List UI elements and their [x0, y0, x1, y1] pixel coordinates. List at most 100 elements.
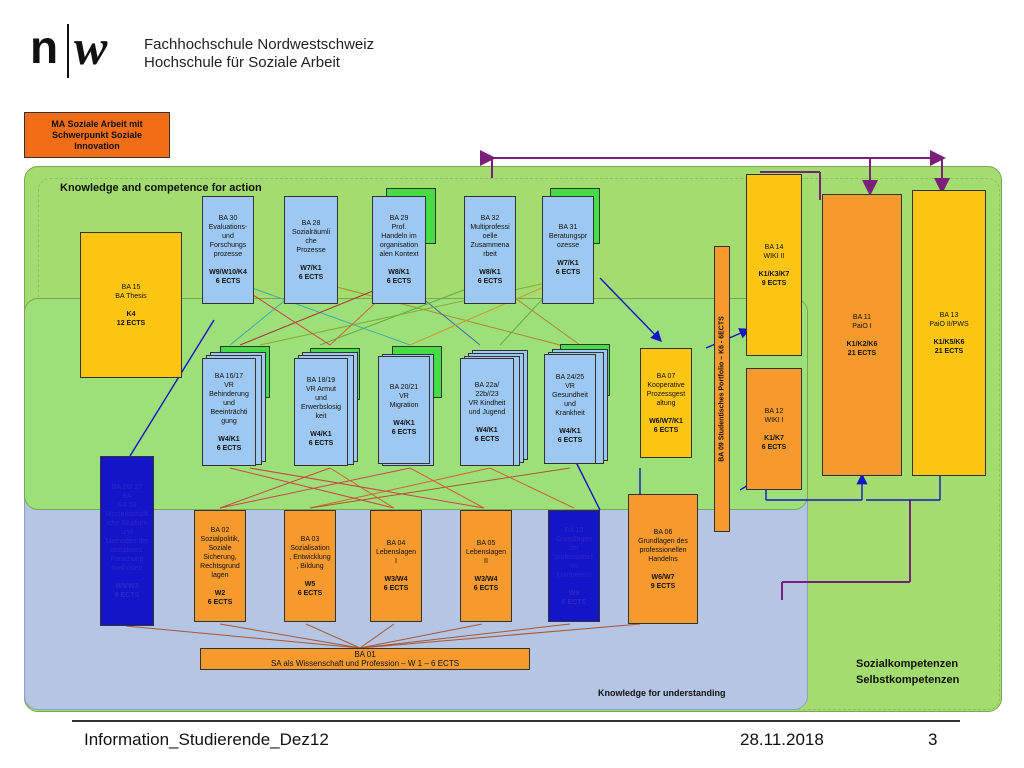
footer-page-number: 3	[928, 730, 938, 749]
module-ba1617[interactable]: BA 16/17 VR Behinderung und Beeinträchti…	[202, 358, 256, 466]
ba29-line: alen Kontext	[379, 251, 419, 258]
institution-line-1: Fachhochschule Nordwestschweiz	[144, 36, 375, 53]
module-ba13[interactable]: BA 13 PaiO II/PWS K1/K5/K6 21 ECTS	[912, 190, 986, 476]
module-ba03[interactable]: BA 03 Sozialisation , Entwicklung , Bild…	[284, 510, 336, 622]
module-ba30[interactable]: BA 30 Evaluations- und Forschungs prozes…	[202, 196, 254, 304]
module-ba1819[interactable]: BA 18/19 VR Armut und Erwerbslosig keit …	[294, 358, 348, 466]
ba02-line: Sicherung,	[203, 553, 237, 561]
ba28-line: BA 28	[301, 219, 321, 227]
ba12-ects: 6 ECTS	[761, 443, 787, 451]
ba12-line: BA 12	[764, 407, 784, 415]
ba1819-line: keit	[315, 413, 327, 420]
ba26-line: methoden	[111, 564, 143, 572]
knowledge-understanding-label: Knowledge for understanding	[598, 688, 726, 698]
header: n w Fachhochschule Nordwestschweiz Hochs…	[30, 22, 430, 80]
ba29-ects: 6 ECTS	[386, 278, 412, 285]
module-ba09[interactable]: BA 09 Studentisches Portfolio – K6 - 6EC…	[714, 246, 730, 532]
footer-title: Information_Studierende_Dez12	[84, 730, 329, 749]
ba32-line: oelle	[482, 233, 498, 240]
ba09-label: BA 09 Studentisches Portfolio – K6 - 6EC…	[718, 316, 726, 462]
ba26-ects: 9 ECTS	[114, 591, 140, 599]
module-ba28[interactable]: BA 28 Sozialräumli che Prozesse W7/K1 6 …	[284, 196, 338, 304]
module-ba29[interactable]: BA 29 Prof. Handeln im organisation alen…	[372, 196, 426, 304]
ba2021-competence: W4/K1	[393, 420, 415, 427]
module-ba31[interactable]: BA 31 Beratungspr ozesse W7/K1 6 ECTS	[542, 196, 594, 304]
ba1617-line: Behinderung	[209, 390, 249, 398]
module-ba05[interactable]: BA 05 Lebenslagen II W3/W4 6 ECTS	[460, 510, 512, 622]
ba07-line: Prozessgest	[646, 390, 686, 398]
ba02-ects: 6 ECTS	[207, 598, 233, 606]
ba1819-line: und	[315, 395, 327, 402]
module-ba04[interactable]: BA 04 Lebenslagen I W3/W4 6 ECTS	[370, 510, 422, 622]
ba2425-line: und	[564, 401, 576, 408]
ba1617-line: BA 16/17	[214, 372, 244, 380]
ba02-line: BA 02	[210, 526, 230, 534]
module-ba26-ba08[interactable]: BA 26/ 27 BA BA 08 Wissenschaftl iche St…	[100, 456, 154, 626]
ba2021-ects: 6 ECTS	[391, 429, 417, 436]
module-ba12[interactable]: BA 12 WIKI I K1/K7 6 ECTS	[746, 368, 802, 490]
ba1819-line: VR Armut	[306, 386, 336, 393]
module-ba06[interactable]: BA 06 Grundlagen des professionellen Han…	[628, 494, 698, 624]
module-ba10[interactable]: BA 10 Grundlagen der professionell en Ko…	[548, 510, 600, 622]
ba14-competence: K1/K3/K7	[758, 270, 790, 278]
ba30-competence: W9/W10/K4	[209, 269, 247, 276]
ba22-line: 22b//23	[475, 390, 499, 398]
module-ba14[interactable]: BA 14 WIKI II K1/K3/K7 9 ECTS	[746, 174, 802, 356]
ba31-competence: W7/K1	[557, 260, 579, 267]
ba03-line: Sozialisation	[290, 544, 330, 552]
ba29-competence: W8/K1	[388, 269, 410, 276]
logo-divider	[67, 24, 69, 78]
module-ba02[interactable]: BA 02 Sozialpolitik, Soziale Sicherung, …	[194, 510, 246, 622]
ba2425-ects: 6 ECTS	[557, 437, 583, 444]
module-ba15[interactable]: BA 15 BA Thesis K4 12 ECTS	[80, 232, 182, 378]
ba30-line: Evaluations-	[208, 224, 248, 231]
ba11-competence: K1/K2/K6	[846, 340, 878, 348]
ba11-line: BA 11	[852, 313, 872, 321]
logo-n: n	[30, 21, 59, 73]
ba01-title: SA als Wissenschaft und Profession – W 1…	[270, 659, 460, 668]
ba26-line: und	[121, 528, 133, 536]
ba15-ects: 12 ECTS	[116, 319, 146, 327]
module-ba22[interactable]: BA 22a/ 22b//23 VR Kindheit und Jugend W…	[460, 358, 514, 466]
ba1617-line: und	[223, 399, 235, 407]
ba11-line: PaiO I	[852, 322, 872, 330]
ba07-line: altung	[656, 399, 676, 407]
ba28-ects: 6 ECTS	[298, 273, 324, 281]
ba14-line: BA 14	[764, 243, 784, 251]
social-competences-label-2: Selbstkompetenzen	[856, 674, 960, 686]
ba26-line: sozialwiss.	[110, 546, 144, 554]
ba07-competence: W6/W7/K1	[649, 417, 683, 425]
ba13-line: BA 13	[939, 311, 959, 319]
module-ba32[interactable]: BA 32 Multiprofessi oelle Zusammena rbei…	[464, 196, 516, 304]
ba03-competence: W5	[304, 580, 316, 588]
ba06-line: BA 06	[653, 528, 673, 536]
ba02-line: Rechtsgrund	[200, 562, 240, 570]
ba06-line: Grundlagen des	[638, 537, 688, 545]
ba1819-line: Erwerbslosig	[300, 404, 342, 411]
ba01-line: BA 01	[354, 650, 376, 659]
module-ba01[interactable]: BA 01 SA als Wissenschaft und Profession…	[200, 648, 530, 670]
ba1617-line: Beeinträchti	[210, 408, 248, 416]
ba12-line: WIKI I	[764, 416, 784, 424]
ba26-line: Wissenschaftl	[105, 510, 149, 518]
ba2425-line: BA 24/25	[555, 374, 585, 381]
ba26-competence: W9/W3	[115, 582, 139, 590]
ba31-line: BA 31	[558, 224, 578, 231]
module-ba07[interactable]: BA 07 Kooperative Prozessgest altung W6/…	[640, 348, 692, 458]
ba04-ects: 6 ECTS	[383, 585, 409, 592]
module-ba2425[interactable]: BA 24/25 VR Gesundheit und Krankheit W4/…	[544, 354, 596, 464]
ba02-competence: W2	[214, 589, 226, 597]
ba28-line: Prozesse	[296, 246, 326, 254]
ba30-line: prozesse	[213, 251, 243, 258]
ba29-line: BA 29	[389, 215, 409, 222]
ba32-line: rbeit	[483, 251, 497, 258]
ba31-ects: 6 ECTS	[555, 269, 581, 276]
ba10-line: der	[568, 544, 580, 552]
ba26-line: BA 08	[117, 501, 137, 509]
ba10-competence: W9	[568, 589, 580, 597]
module-ba2021[interactable]: BA 20/21 VR Migration W4/K1 6 ECTS	[378, 356, 430, 464]
ba28-competence: W7/K1	[300, 264, 322, 272]
ba04-competence: W3/W4	[384, 576, 408, 583]
ba30-line: und	[222, 233, 234, 240]
module-ba11[interactable]: BA 11 PaiO I K1/K2/K6 21 ECTS	[822, 194, 902, 476]
